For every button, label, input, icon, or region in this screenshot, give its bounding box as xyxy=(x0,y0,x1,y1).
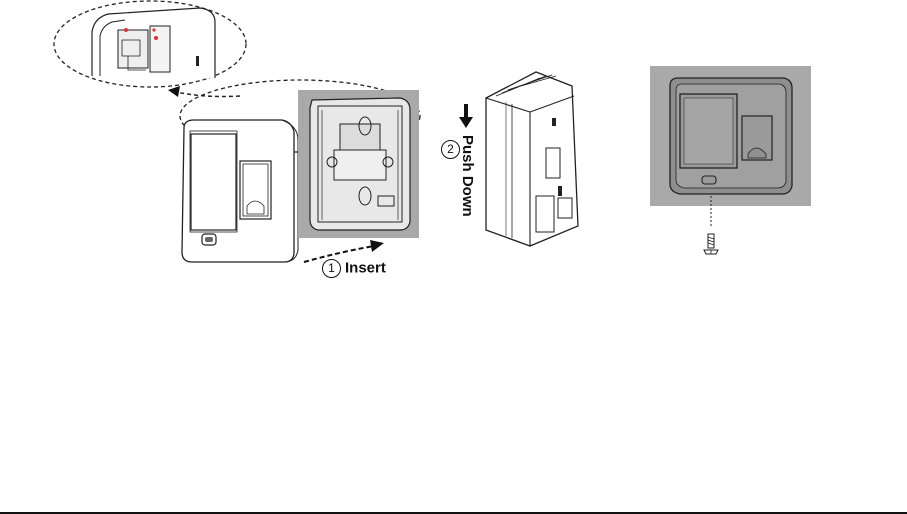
insert-text: Insert xyxy=(345,259,386,276)
push-down-text: Push Down xyxy=(459,135,476,217)
device-side xyxy=(486,72,578,246)
screw-icon xyxy=(704,234,718,254)
step-1-number: 1 xyxy=(322,259,341,278)
installed-device xyxy=(650,66,811,228)
wall-plate xyxy=(298,90,419,238)
push-arrow xyxy=(459,104,473,128)
zoom-callout xyxy=(54,1,246,87)
step-2-number: 2 xyxy=(441,140,460,159)
device-front xyxy=(182,120,298,262)
